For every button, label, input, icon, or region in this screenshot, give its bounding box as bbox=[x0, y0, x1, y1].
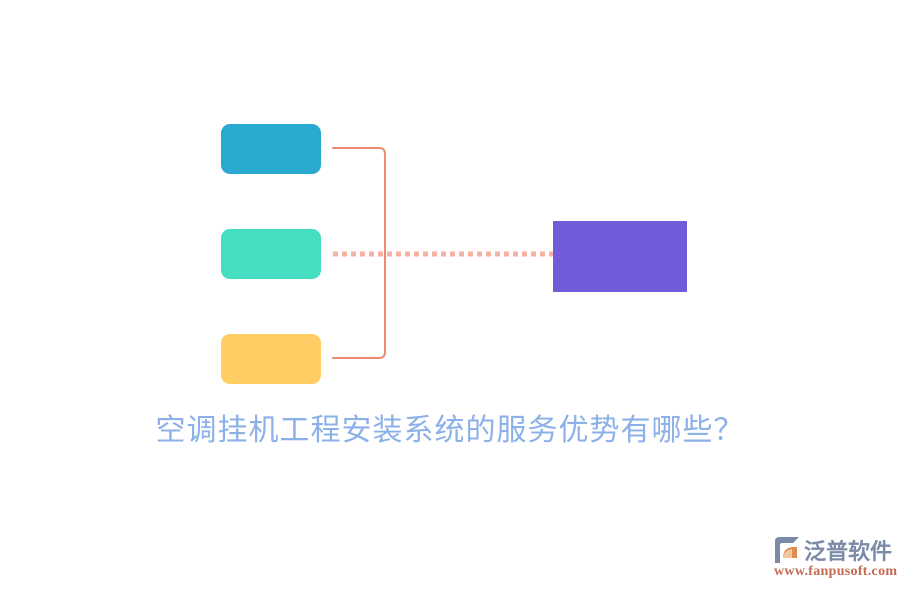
connector-yellow-to-trunk bbox=[332, 253, 386, 359]
diagram-node-green-label bbox=[221, 229, 321, 279]
diagram-node-yellow[interactable] bbox=[221, 334, 321, 384]
brand-name: 泛普软件 bbox=[804, 540, 893, 565]
diagram-node-purple[interactable] bbox=[553, 221, 687, 292]
flow-diagram bbox=[221, 124, 687, 384]
diagram-connectors bbox=[332, 147, 553, 359]
brand-url: www.fanpusoft.com bbox=[774, 564, 898, 579]
fanpu-logo-icon bbox=[775, 537, 799, 563]
diagram-node-blue-label bbox=[221, 124, 321, 174]
diagram-node-purple-label bbox=[553, 221, 687, 292]
brand-logo[interactable]: 泛普软件 www.fanpusoft.com bbox=[770, 534, 897, 590]
diagram-node-blue[interactable] bbox=[221, 124, 321, 174]
diagram-node-green[interactable] bbox=[221, 229, 321, 279]
connector-blue-to-trunk bbox=[332, 147, 386, 255]
diagram-node-yellow-label bbox=[221, 334, 321, 384]
page-title: 空调挂机工程安装系统的服务优势有哪些？ bbox=[155, 413, 745, 448]
